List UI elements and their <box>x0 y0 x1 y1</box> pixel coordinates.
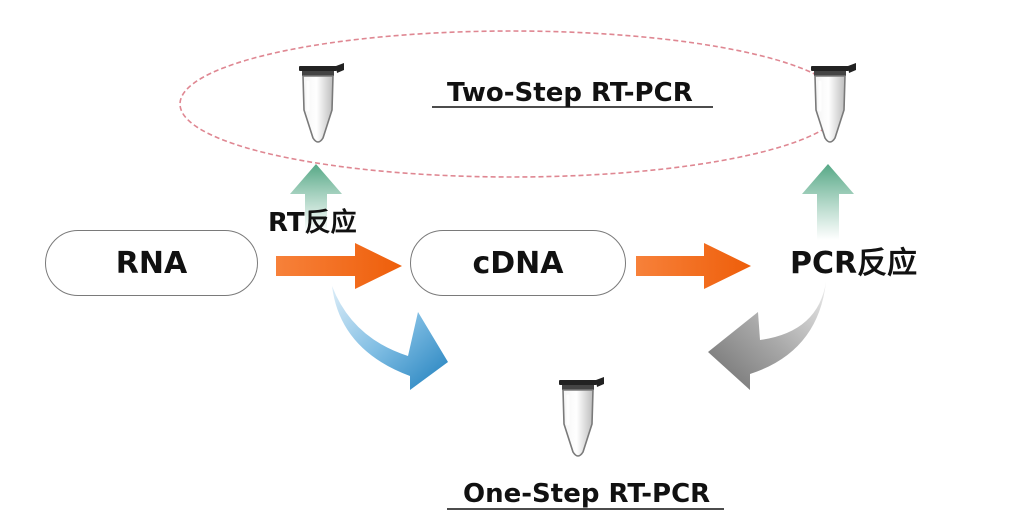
one-step-gray-arrow <box>708 282 826 390</box>
rna-node: RNA <box>45 230 258 296</box>
rt-up-arrow <box>290 164 342 232</box>
one-step-title: One-Step RT-PCR <box>463 479 711 509</box>
rt-reaction-label: RT反应 <box>268 208 357 238</box>
rna-to-cdna-arrow <box>276 243 402 289</box>
pcr-tube-icon <box>297 61 346 144</box>
cdna-node: cDNA <box>410 230 626 296</box>
pcr-tube-icon <box>809 61 858 144</box>
cdna-to-pcr-arrow <box>636 243 751 289</box>
one-step-blue-arrow <box>332 286 448 390</box>
pcr-reaction-label: PCR反应 <box>790 246 918 281</box>
pcr-tube-icon <box>557 375 606 458</box>
two-step-title: Two-Step RT-PCR <box>447 78 693 108</box>
pcr-up-arrow <box>802 164 854 240</box>
